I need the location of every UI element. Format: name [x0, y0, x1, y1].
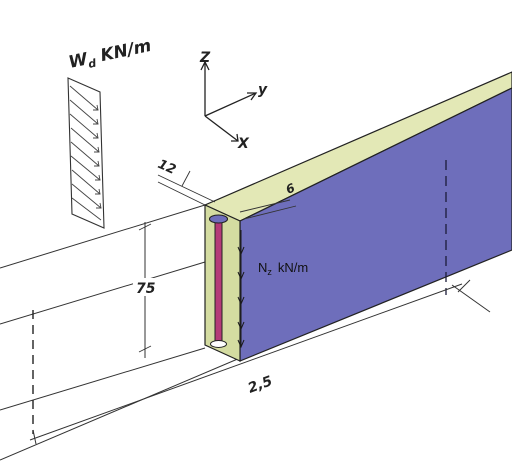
wind-load-outline: [67, 77, 105, 229]
axis-x-arrowhead: [231, 133, 239, 142]
beam-load-subscript: z: [267, 267, 272, 277]
beam-load-unit: kN/m: [278, 260, 308, 275]
dimension-width: [157, 170, 216, 206]
stud-bottom-head: [210, 340, 227, 348]
axis-z-label: Z: [199, 50, 211, 66]
axis-y-label: y: [258, 82, 268, 98]
dimension-height-label: 75: [136, 281, 156, 297]
dimension-width-label: 12: [155, 157, 178, 178]
wind-load-symbol: W: [67, 49, 91, 73]
axis-x-label: X: [237, 136, 250, 152]
axis-y-line: [204, 92, 257, 117]
dimension-length: [29, 279, 491, 445]
extension-lines: [0, 204, 241, 461]
vertical-load-arrows: [237, 230, 245, 349]
beam-load-symbol: N: [258, 260, 267, 275]
wind-load-block: WdKN/m: [67, 36, 154, 229]
beam-load-label: Nz kN/m: [258, 260, 308, 277]
stud-connector: [208, 214, 229, 348]
axis-y-arrowhead: [247, 92, 258, 101]
stud-top-head: [208, 214, 229, 224]
axis-z-arrowhead: [200, 60, 210, 71]
wind-load-subscript: d: [87, 57, 98, 71]
wind-load-label: WdKN/m: [67, 36, 154, 75]
dimension-height-label-bg: [133, 278, 157, 296]
stud-body: [214, 218, 223, 345]
dimension-length-label: 2,5: [246, 373, 275, 397]
beam-front-face: [239, 87, 512, 362]
axis-x-line: [204, 115, 239, 142]
coordinate-axes: [200, 60, 258, 142]
dimension-thickness: [239, 199, 297, 220]
wind-load-unit: KN/m: [99, 36, 153, 66]
wind-load-arrows: [69, 85, 102, 221]
